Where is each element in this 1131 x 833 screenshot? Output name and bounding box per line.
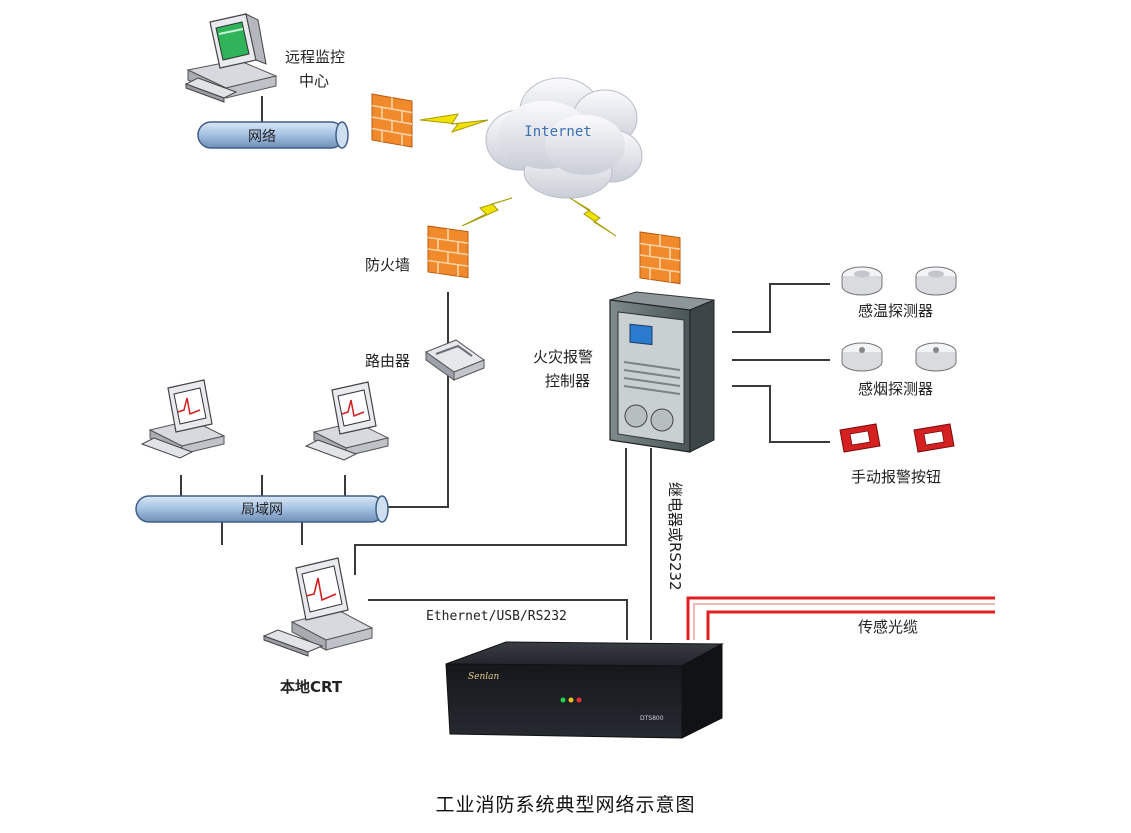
crt-to-host-ethernet-line xyxy=(368,599,628,640)
lightning-icon xyxy=(569,197,617,237)
sensing-cable xyxy=(686,596,995,640)
internet-label: Internet xyxy=(524,124,591,140)
heat-detector-icon xyxy=(841,266,883,296)
router-label: 路由器 xyxy=(365,352,410,370)
router-to-lan-line xyxy=(388,370,449,508)
lan-firewall-icon xyxy=(427,225,469,279)
lan-pipe xyxy=(135,495,389,523)
lightning-icon xyxy=(419,113,489,133)
lan-computer-2 xyxy=(304,381,390,461)
lightning-icon xyxy=(461,197,513,227)
manual-alarm-button-icon xyxy=(839,423,881,453)
local-crt-label: 本地CRT xyxy=(280,678,343,696)
sensing-cable-label: 传感光缆 xyxy=(858,618,918,636)
fire-panel-label-2: 控制器 xyxy=(545,372,590,390)
heat-detector-label: 感温探测器 xyxy=(858,302,933,320)
manual-alarm-button-icon xyxy=(913,423,955,453)
diagram-caption: 工业消防系统典型网络示意图 xyxy=(435,794,696,816)
smoke-detector-label: 感烟探测器 xyxy=(858,380,933,398)
internet-cloud-icon xyxy=(485,77,643,199)
remote-monitor-computer xyxy=(184,13,278,103)
relay-link-label: 继电器或RS232 xyxy=(666,482,684,591)
remote-center-label-1: 远程监控 xyxy=(285,48,345,66)
panel-to-crt-line xyxy=(354,448,627,575)
smoke-detector-icon xyxy=(915,342,957,372)
device-model-label: DTS800 xyxy=(640,715,664,722)
remote-firewall-icon xyxy=(371,93,413,148)
device-brand-label: Senlan xyxy=(468,672,500,682)
local-crt-computer xyxy=(262,557,374,657)
heat-detector-icon xyxy=(915,266,957,296)
smoke-detector-icon xyxy=(841,342,883,372)
dts-host-device: Senlan DTS800 xyxy=(445,641,724,739)
remote-network-label: 网络 xyxy=(248,129,276,145)
panel-to-heat-detectors-line xyxy=(732,283,830,333)
firewall-label: 防火墙 xyxy=(365,256,410,274)
manual-button-label: 手动报警按钮 xyxy=(851,468,941,486)
connection-lines xyxy=(180,96,830,640)
remote-network-pipe xyxy=(197,121,349,149)
lan-label: 局域网 xyxy=(241,502,283,518)
panel-firewall-icon xyxy=(639,231,681,285)
fire-panel-label-1: 火灾报警 xyxy=(533,348,593,366)
remote-center-label-2: 中心 xyxy=(299,72,329,90)
panel-to-manual-buttons-line xyxy=(732,385,830,443)
lan-computer-1 xyxy=(140,379,226,459)
fire-alarm-control-panel xyxy=(609,291,715,453)
router-icon xyxy=(424,339,486,381)
ethernet-link-label: Ethernet/USB/RS232 xyxy=(426,609,567,624)
